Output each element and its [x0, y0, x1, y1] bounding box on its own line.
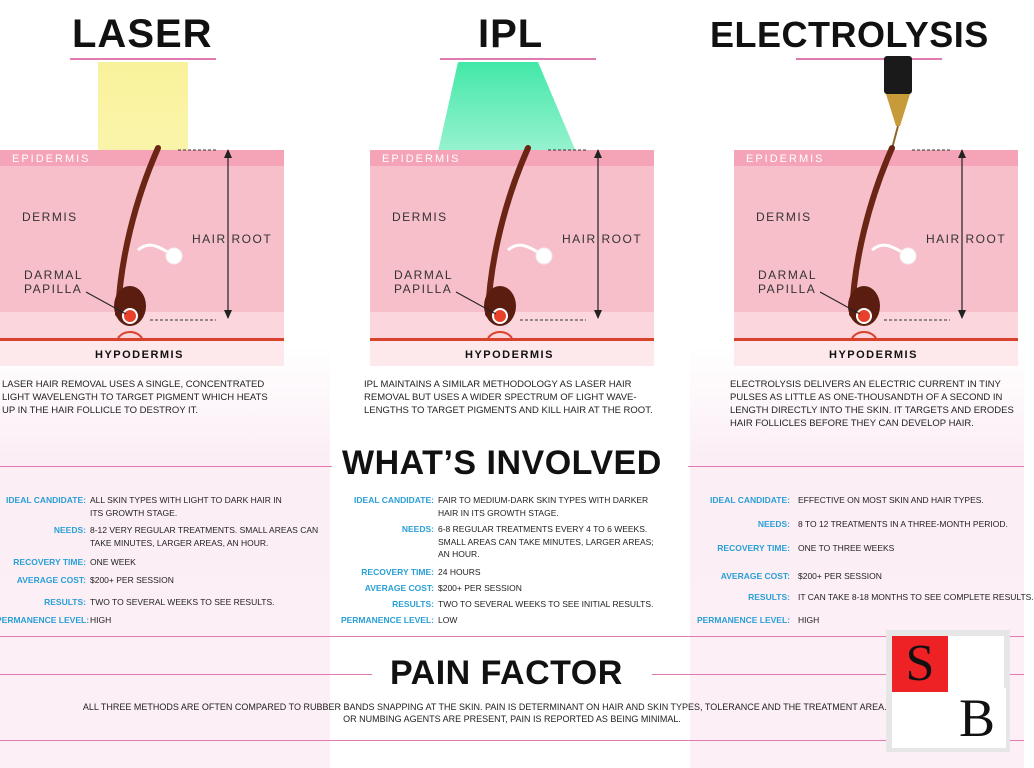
ipl-skin-diagram: EPIDERMIS DERMIS HAIR ROOT DARMAL PAPILL… [370, 145, 654, 366]
involved-rule-right [688, 466, 1024, 467]
detail-key: IDEAL CANDIDATE: [710, 495, 790, 505]
ipl-heading: IPL [478, 12, 544, 56]
logo-letter-b: B [948, 688, 1006, 748]
laser-description: LASER HAIR REMOVAL USES A SINGLE, CONCEN… [2, 379, 268, 416]
papilla-label-line1: DARMAL [394, 268, 454, 282]
detail-key: RECOVERY TIME: [717, 543, 790, 553]
papilla-label-line1: DARMAL [24, 268, 84, 282]
detail-key: NEEDS: [53, 525, 86, 535]
detail-value: $200+ PER SESSION [90, 575, 174, 585]
detail-key: NEEDS: [401, 524, 434, 534]
electrolysis-heading: ELECTROLYSIS [710, 14, 989, 55]
pain-factor-line-1: ALL THREE METHODS ARE OFTEN COMPARED TO … [82, 702, 942, 712]
detail-value: 24 HOURS [438, 567, 481, 577]
hair-follicle-icon [455, 145, 602, 339]
detail-key: AVERAGE COST: [364, 583, 434, 593]
ipl-heading-underline [440, 58, 596, 60]
detail-value: 8-12 VERY REGULAR TREATMENTS. SMALL AREA… [90, 525, 319, 548]
laser-heading-underline [70, 58, 216, 60]
hypodermis-layer [370, 341, 654, 366]
detail-value: ALL SKIN TYPES WITH LIGHT TO DARK HAIR I… [90, 495, 282, 518]
hypodermis-label: HYPODERMIS [95, 349, 184, 361]
pain-factor-heading: PAIN FACTOR [390, 654, 623, 692]
involved-rule-left [0, 466, 332, 467]
dermis-label: DERMIS [392, 210, 448, 224]
ipl-description: IPL MAINTAINS A SIMILAR METHODOLOGY AS L… [364, 379, 653, 416]
detail-value: IT CAN TAKE 8-18 MONTHS TO SEE COMPLETE … [798, 592, 1034, 602]
epidermis-label: EPIDERMIS [382, 153, 461, 165]
laser-heading: LASER [72, 12, 213, 56]
epidermis-layer [734, 150, 1018, 166]
hypodermis-layer [734, 341, 1018, 366]
detail-value: HIGH [798, 615, 820, 625]
hair-follicle-icon [819, 145, 966, 339]
detail-value: TWO TO SEVERAL WEEKS TO SEE RESULTS. [90, 597, 275, 607]
pain-factor-text: ALL THREE METHODS ARE OFTEN COMPARED TO … [0, 702, 1024, 725]
hair-root-label: HAIR ROOT [192, 232, 273, 246]
epidermis-layer [370, 150, 654, 166]
detail-key: PERMANENCE LEVEL: [696, 615, 790, 625]
pain-rule-top [0, 636, 1024, 637]
detail-value: HIGH [90, 615, 112, 625]
sb-logo: S B [886, 630, 1010, 752]
laser-skin-diagram: EPIDERMIS DERMIS HAIR ROOT DARMAL PAPILL… [0, 145, 284, 366]
detail-key: AVERAGE COST: [720, 571, 790, 581]
detail-value: TWO TO SEVERAL WEEKS TO SEE INITIAL RESU… [438, 599, 654, 609]
detail-value: $200+ PER SESSION [438, 583, 522, 593]
papilla-label-line1: DARMAL [758, 268, 818, 282]
papilla-label-line2: PAPILLA [394, 282, 453, 296]
epidermis-layer [0, 150, 284, 166]
logo-white-block [892, 692, 948, 748]
hypodermis-label: HYPODERMIS [465, 349, 554, 361]
detail-value: LOW [438, 615, 458, 625]
whats-involved-heading: WHAT’S INVOLVED [342, 444, 662, 482]
detail-value: ONE WEEK [90, 557, 136, 567]
hypodermis-border [734, 338, 1018, 341]
dermis-label: DERMIS [22, 210, 78, 224]
logo-letter-s: S [892, 636, 948, 692]
detail-key: RESULTS: [44, 597, 86, 607]
detail-value: $200+ PER SESSION [798, 571, 882, 581]
detail-key: RESULTS: [392, 599, 434, 609]
detail-value: EFFECTIVE ON MOST SKIN AND HAIR TYPES. [798, 495, 984, 505]
electrolysis-needle-icon [884, 56, 912, 157]
hair-root-label: HAIR ROOT [926, 232, 1007, 246]
detail-key: AVERAGE COST: [16, 575, 86, 585]
detail-value: 6-8 REGULAR TREATMENTS EVERY 4 TO 6 WEEK… [438, 524, 654, 559]
dermis-label: DERMIS [756, 210, 812, 224]
epidermis-label: EPIDERMIS [746, 153, 825, 165]
hypodermis-border [370, 338, 654, 341]
hypodermis-label: HYPODERMIS [829, 349, 918, 361]
detail-key: RESULTS: [748, 592, 790, 602]
pain-rule-right [652, 674, 1024, 675]
pain-factor-line-2: OR NUMBING AGENTS ARE PRESENT, PAIN IS R… [343, 713, 681, 724]
logo-white-block [948, 636, 1004, 688]
detail-value: FAIR TO MEDIUM-DARK SKIN TYPES WITH DARK… [438, 495, 649, 518]
detail-key: PERMANENCE LEVEL: [0, 615, 90, 625]
hair-root-label: HAIR ROOT [562, 232, 643, 246]
detail-key: RECOVERY TIME: [361, 567, 434, 577]
pain-rule-bottom [0, 740, 1024, 741]
epidermis-label: EPIDERMIS [12, 153, 91, 165]
detail-value: ONE TO THREE WEEKS [798, 543, 895, 553]
electrolysis-heading-underline [796, 58, 942, 60]
hair-follicle-icon [85, 145, 232, 339]
hypodermis-border [0, 338, 284, 341]
detail-key: IDEAL CANDIDATE: [354, 495, 434, 505]
detail-key: PERMANENCE LEVEL: [340, 615, 434, 625]
papilla-label-line2: PAPILLA [758, 282, 817, 296]
electrolysis-description: ELECTROLYSIS DELIVERS AN ELECTRIC CURREN… [730, 379, 1014, 429]
hypodermis-layer [0, 341, 284, 366]
detail-key: IDEAL CANDIDATE: [6, 495, 86, 505]
detail-key: NEEDS: [757, 519, 790, 529]
pain-rule-left [0, 674, 372, 675]
papilla-label-line2: PAPILLA [24, 282, 83, 296]
electrolysis-skin-diagram: EPIDERMIS DERMIS HAIR ROOT DARMAL PAPILL… [734, 145, 1018, 366]
detail-value: 8 TO 12 TREATMENTS IN A THREE-MONTH PERI… [798, 519, 1008, 529]
detail-key: RECOVERY TIME: [13, 557, 86, 567]
